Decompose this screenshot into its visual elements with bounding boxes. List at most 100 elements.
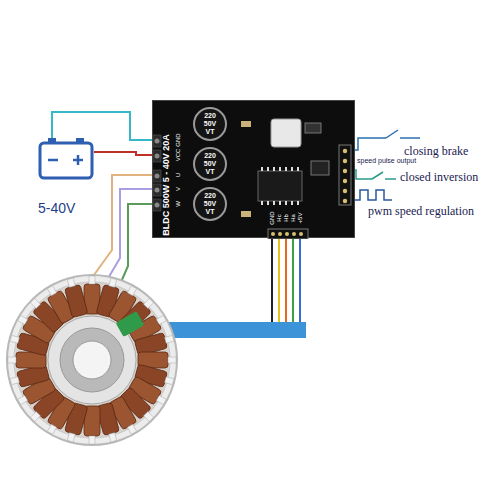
stator-tooth: [127, 286, 136, 296]
switch-blade: [372, 172, 383, 179]
terminal-screw: [155, 203, 160, 208]
header-pin: [343, 149, 347, 153]
ic-pin: [267, 167, 269, 171]
stator-tooth: [10, 377, 19, 385]
ic-pin: [279, 167, 281, 171]
hall-wire: [299, 238, 301, 322]
ic-pin: [267, 201, 269, 205]
ic-pin: [279, 201, 281, 205]
voltage-label: 5-40V: [38, 200, 94, 216]
stator-tooth: [127, 424, 136, 434]
minus-sign: [48, 159, 58, 162]
signal-label: closing brake: [404, 145, 468, 158]
plus-sign: [77, 155, 80, 165]
screw-terminal: [153, 170, 161, 182]
stator-tooth: [144, 298, 154, 308]
hall-header: [268, 229, 308, 239]
header-pin: [285, 232, 289, 236]
driver-ic: [258, 171, 302, 201]
ic-pin: [297, 201, 299, 205]
brake-wire: [400, 137, 420, 139]
ic-pin: [285, 167, 287, 171]
pin-label: +5V: [297, 213, 304, 224]
center-hole: [73, 341, 111, 379]
stator-tooth: [89, 276, 95, 284]
board-components: [153, 101, 356, 239]
ic-pin: [261, 201, 263, 205]
header-pin: [343, 159, 347, 163]
capacitor-rating: 220 50V VT: [200, 112, 220, 136]
bearing-ring: [60, 328, 124, 392]
stator-tooth: [109, 278, 117, 287]
stator-tooth: [67, 433, 75, 442]
pin-label: Ha: [290, 214, 297, 222]
screw-terminal: [153, 184, 161, 196]
header-pin: [343, 199, 347, 203]
header-pin: [299, 232, 303, 236]
signal-label: pwm speed regulation: [368, 205, 474, 218]
screw-terminal: [153, 199, 161, 211]
brake-wire: [350, 138, 386, 150]
terminal-label: VCC: [175, 149, 182, 162]
ic-pin: [273, 201, 275, 205]
stator-tooth: [165, 335, 174, 343]
smd-part: [241, 121, 251, 127]
hall-wire: [285, 238, 287, 322]
header-pin: [343, 179, 347, 183]
screw-terminal: [153, 150, 161, 162]
stator-tooth: [109, 433, 117, 442]
stator-tooth: [67, 278, 75, 287]
hall-sensor-board: [116, 311, 145, 337]
ic-pin: [297, 167, 299, 171]
battery-body: [40, 143, 92, 178]
pin-label: Hc: [276, 214, 283, 221]
screw-terminal: [153, 135, 161, 147]
capacitor-rating: 220 50V VT: [200, 192, 220, 216]
regulator-chip: [305, 123, 321, 133]
battery-symbol: [38, 138, 94, 180]
terminal-label: V: [175, 187, 182, 191]
header-pin: [271, 232, 275, 236]
battery: 5-40V: [38, 138, 94, 216]
terminal-label: W: [175, 201, 182, 207]
power-wire: [94, 152, 152, 155]
stator-tooth: [30, 298, 40, 308]
stator-tooth: [30, 412, 40, 422]
pin-label: Hb: [283, 214, 290, 222]
capacitor-rating: 220 50V VT: [200, 152, 220, 176]
hall-wire: [278, 238, 280, 322]
capacitor: 220 50V VT: [193, 107, 227, 141]
ic-pin: [285, 201, 287, 205]
stator-tooth: [18, 395, 28, 404]
stator-tooth: [18, 315, 28, 324]
stator-tooth: [47, 424, 56, 434]
terminal-screw: [155, 188, 160, 193]
controller-board: BLDC 500W 5 - 40V 20A220 50V VT220 50V V…: [152, 100, 355, 238]
chip: [311, 161, 329, 175]
pwm-waveform: [350, 182, 392, 200]
stator-tooth: [10, 335, 19, 343]
stator-tooth: [165, 377, 174, 385]
signal-label: speed pulse output: [357, 157, 416, 165]
hall-wire: [292, 238, 294, 322]
terminal-screw: [155, 174, 160, 179]
stator-tooth: [168, 357, 176, 363]
header-pin: [278, 232, 282, 236]
stator-tooth: [156, 315, 166, 324]
coil-winding: [65, 285, 88, 318]
terminal-label: U: [175, 173, 182, 177]
inversion-wire: [385, 178, 396, 180]
motor-stator: [7, 275, 177, 445]
hall-wire: [271, 238, 273, 322]
header-pin: [343, 169, 347, 173]
terminal-label: GND: [175, 133, 182, 146]
capacitor: 220 50V VT: [193, 147, 227, 181]
ic-pin: [273, 167, 275, 171]
pin-label: GND: [269, 211, 276, 224]
ic-pin: [291, 201, 293, 205]
power-wire: [52, 112, 152, 140]
terminal-screw: [155, 139, 160, 144]
header-pin: [292, 232, 296, 236]
